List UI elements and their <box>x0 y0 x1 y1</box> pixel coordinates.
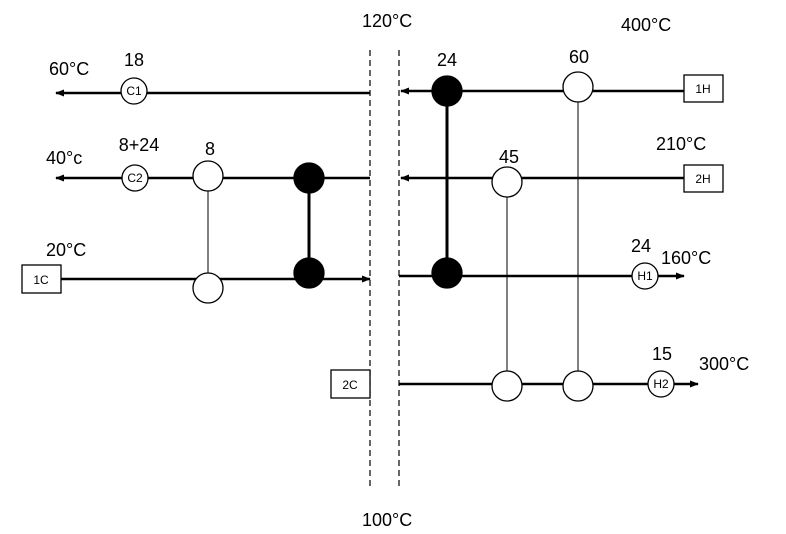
cooler-c1 <box>120 77 148 105</box>
cold-stream-2-source-label: 2C <box>342 378 358 392</box>
heater-h1-label: H1 <box>637 269 653 283</box>
exchanger-8-hot-side <box>192 160 224 192</box>
cooler-c2-duty: 8+24 <box>119 135 160 155</box>
hot-stream-2-source-box <box>683 164 724 193</box>
exchanger-24-above-hot-side <box>431 75 463 107</box>
exchanger-24-above-cold-side <box>431 257 463 289</box>
cold-stream-1-inlet-temperature: 20°C <box>46 240 86 260</box>
heater-h1 <box>631 262 659 290</box>
exchanger-below-cold-side <box>293 257 325 289</box>
cooler-c2-label: C2 <box>127 171 143 185</box>
exchanger-8-duty: 8 <box>205 139 215 159</box>
heater-h2-label: H2 <box>653 377 669 391</box>
cold-stream-2-outlet-temperature: 300°C <box>699 354 749 374</box>
hot-stream-1-source-box <box>683 74 724 103</box>
exchanger-45-hot-side <box>491 166 523 198</box>
hot-stream-2-outlet-temperature: 40°c <box>46 148 82 168</box>
cooler-c1-duty: 18 <box>124 50 144 70</box>
pinch-bottom-temperature: 100°C <box>362 510 412 530</box>
exchanger-60-cold-side <box>562 370 594 402</box>
hot-stream-1-inlet-temperature: 400°C <box>621 15 671 35</box>
cooler-c1-label: C1 <box>126 84 142 98</box>
cooler-c2 <box>121 164 149 192</box>
pinch-top-temperature: 120°C <box>362 11 412 31</box>
cold-stream-1-source-label: 1C <box>33 273 49 287</box>
exchanger-below-hot-side <box>293 162 325 194</box>
cold-stream-1-outlet-temperature: 160°C <box>661 248 711 268</box>
hot-stream-2-inlet-temperature: 210°C <box>656 134 706 154</box>
hot-stream-1-outlet-temperature: 60°C <box>49 59 89 79</box>
exchanger-60-duty: 60 <box>569 47 589 67</box>
heater-h2-duty: 15 <box>652 344 672 364</box>
heater-h2 <box>647 370 675 398</box>
cold-stream-1-source-box <box>21 264 62 294</box>
cold-stream-2-source-box <box>330 369 371 399</box>
exchanger-24-above-duty: 24 <box>437 50 457 70</box>
heater-h1-duty: 24 <box>631 236 651 256</box>
exchanger-60-hot-side <box>562 71 594 103</box>
exchanger-45-cold-side <box>491 370 523 402</box>
exchanger-8-cold-side <box>192 272 224 304</box>
hot-stream-2-source-label: 2H <box>695 172 710 186</box>
exchanger-45-duty: 45 <box>499 147 519 167</box>
hot-stream-1-source-label: 1H <box>695 82 710 96</box>
